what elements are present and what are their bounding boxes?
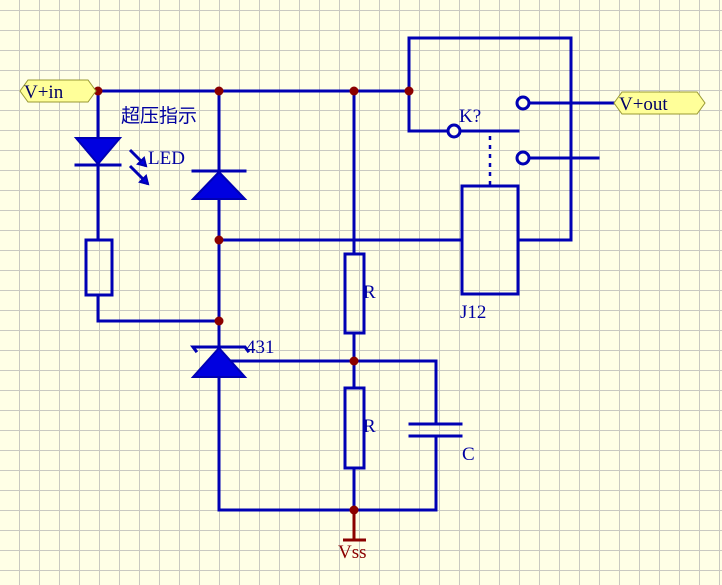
port-vin-shape xyxy=(19,79,97,103)
zener-triangle xyxy=(190,170,248,200)
port-vin-label: V+in xyxy=(24,82,64,103)
regulator-triangle xyxy=(190,346,248,378)
zener-diode xyxy=(190,169,248,200)
label-regulator: 431 xyxy=(246,337,275,358)
resistor-bottom xyxy=(343,386,366,470)
port-vout-label: V+out xyxy=(619,94,668,115)
wire-led-return xyxy=(96,293,221,323)
resistor-top xyxy=(343,252,366,335)
led-symbol xyxy=(73,137,150,186)
led-resistor xyxy=(84,238,114,297)
label-overvoltage-indicator: 超压指示 xyxy=(121,105,197,127)
junction-coil-feed xyxy=(214,235,224,245)
label-resistor-bottom: R xyxy=(363,416,376,437)
junction-divider-mid xyxy=(349,356,359,366)
relay-nc-terminal xyxy=(515,150,531,166)
label-relay-coil: J12 xyxy=(460,302,486,323)
junction-led-return xyxy=(214,316,224,326)
relay-no-terminal xyxy=(515,95,531,111)
junctions xyxy=(93,86,414,515)
port-vin: V+in xyxy=(19,79,97,103)
led-arrowhead-2 xyxy=(138,174,150,186)
label-capacitor: C xyxy=(462,444,475,465)
label-resistor-top: R xyxy=(363,282,376,303)
capacitor-symbol xyxy=(408,422,463,438)
led-arrowhead-1 xyxy=(136,156,148,168)
junction-ground xyxy=(349,505,359,515)
junction-relay xyxy=(404,86,414,96)
junction-vin xyxy=(93,86,103,96)
port-vout: V+out xyxy=(613,91,706,115)
label-relay-contact: K? xyxy=(459,106,481,127)
relay-common-terminal xyxy=(446,123,462,139)
wire-relay-common xyxy=(407,89,450,133)
label-led: LED xyxy=(148,148,185,169)
wire-relay-frame xyxy=(407,36,573,242)
port-vout-shape xyxy=(613,91,706,115)
relay-contacts xyxy=(446,95,531,186)
led-triangle xyxy=(73,137,123,166)
relay-coil xyxy=(460,184,520,296)
label-ground: Vss xyxy=(338,542,367,563)
regulator-431 xyxy=(190,345,251,378)
junction-divider-top xyxy=(349,86,359,96)
junction-zener-top xyxy=(214,86,224,96)
